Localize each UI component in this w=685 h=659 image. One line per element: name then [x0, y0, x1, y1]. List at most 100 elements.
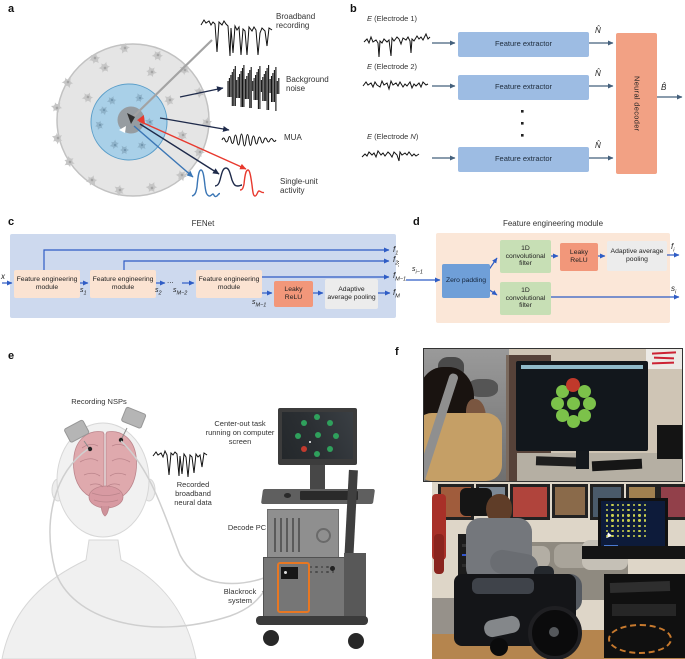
electrode-shank [132, 39, 213, 118]
grid-dot [616, 509, 619, 512]
si-label: si [671, 284, 677, 296]
single-unit-range-circle [117, 106, 145, 134]
red-wall-decor [434, 534, 444, 574]
vent-dot [320, 570, 324, 574]
electrode1-waveform [363, 32, 431, 58]
single-unit-arrow-blue [133, 125, 194, 178]
neuron-icon [108, 138, 121, 151]
pc-knob [316, 528, 331, 543]
cart-side-column [344, 553, 366, 619]
target-dot-green [555, 408, 569, 422]
grid-dot [632, 509, 636, 512]
nhat-label-1: N̂ [595, 26, 601, 35]
grid-dot [605, 509, 609, 512]
photo-home-setup [432, 482, 685, 659]
vent-dot [331, 570, 335, 574]
vent-dot [326, 570, 329, 574]
grid-dot [632, 524, 636, 527]
grid-dot [611, 535, 614, 538]
caster-wheel [490, 638, 508, 656]
input-x-label: x [1, 272, 5, 281]
single-unit-arrow-navy [139, 123, 220, 175]
bhat-label: B̂ [661, 83, 667, 92]
electrode-tip-icon [127, 113, 135, 124]
left-ear [51, 478, 65, 502]
feature-extractor-box-3: Feature extractor [458, 147, 589, 172]
target-dot-green [550, 396, 564, 410]
panel-label-e: e [8, 350, 15, 362]
blackrock-cart [263, 557, 347, 620]
panel-label-c: c [8, 216, 15, 228]
target-dot-green [577, 408, 591, 422]
neuron-icon [85, 173, 99, 188]
vertical-ellipsis-dot [521, 122, 524, 125]
target-dot-green [326, 445, 334, 453]
right-ear [142, 478, 156, 502]
photo-participant-monitor [423, 348, 683, 482]
adaptive-pooling-box-c: Adaptive average pooling [325, 279, 378, 309]
red-scribble [651, 351, 677, 355]
pedestal-right [118, 437, 124, 443]
broadband-waveform [200, 19, 273, 57]
grid-dot [627, 519, 630, 522]
sM1-label: sM−1 [252, 299, 267, 309]
vertical-ellipsis-dot [521, 134, 524, 137]
grid-dot [643, 519, 646, 522]
single-unit-arrow-red [138, 120, 247, 170]
grid-dot [643, 509, 646, 512]
neuron-icons-inner [93, 92, 156, 155]
conv-filter-box-bottom: 1D convolutional filter [500, 282, 551, 315]
target-dot-red [566, 378, 580, 392]
grid-dot [632, 529, 636, 533]
feature-engineering-module-box-1: Feature engineering module [14, 270, 80, 298]
target-dot-green [566, 414, 580, 428]
red-scribble [651, 361, 675, 364]
nsp-device-left [64, 419, 90, 443]
noise-strokes [227, 65, 280, 111]
neuron-icon [192, 85, 207, 100]
electrode2-waveform [362, 79, 429, 91]
grid-dot [622, 535, 625, 538]
grid-dot [616, 529, 619, 533]
fi-label: fi [671, 242, 675, 254]
vent-dot [309, 565, 313, 569]
vent-dot [320, 565, 324, 569]
grid-dot [611, 519, 614, 522]
secondary-monitor [657, 425, 682, 459]
grid-dot [616, 524, 619, 527]
recording-nsps-label: Recording NSPs [71, 397, 127, 406]
brain-illustration [73, 431, 137, 517]
vertical-ellipsis-dot [521, 110, 524, 113]
recorded-broadband-label: Recorded broadband neural data [174, 480, 212, 507]
feature-engineering-module-box-2: Feature engineering module [90, 270, 156, 298]
grid-dot [632, 519, 636, 522]
grid-dot [638, 514, 641, 517]
grid-dot [643, 514, 646, 517]
poster-detail [468, 379, 498, 397]
nsp-device-right [121, 406, 147, 429]
target-dot-green [300, 419, 308, 427]
grid-dot [643, 503, 646, 507]
fenet-title: FENet [191, 219, 215, 228]
vent-dot [309, 570, 313, 574]
decode-pc-tower [267, 509, 339, 560]
f1-label: f1 [393, 245, 399, 257]
monitor-stand [576, 451, 589, 469]
neuron-icon [112, 183, 127, 197]
wall-picture [552, 484, 588, 518]
target-dot-green [577, 384, 591, 398]
grid-dot [627, 529, 630, 533]
grid-dot [611, 514, 614, 517]
mua-range-circle [90, 83, 168, 161]
fM-label: fM [393, 288, 400, 300]
panel-label-a: a [8, 3, 15, 15]
neuron-icon [50, 131, 65, 146]
broadband-recording-label: Broadband recording [276, 12, 316, 31]
whiteboard [646, 349, 682, 369]
target-dot-green [313, 450, 321, 458]
target-dot-green [566, 396, 580, 410]
target-dot-green [332, 432, 340, 440]
grid-dot [622, 519, 625, 522]
grid-dot [616, 535, 619, 538]
cart-wheel-right [348, 633, 364, 649]
